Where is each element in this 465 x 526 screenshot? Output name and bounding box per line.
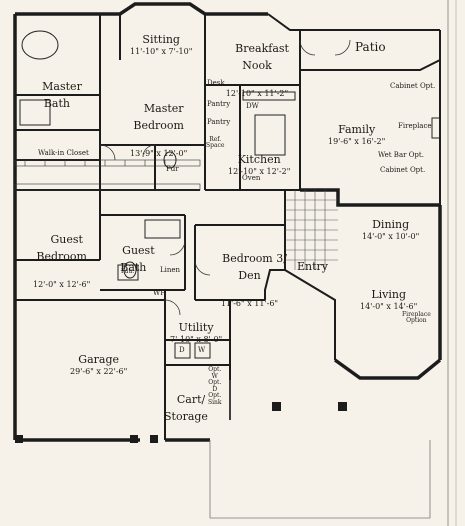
note-ref-space: Ref. Space: [206, 136, 225, 150]
room-dims: 12'-0" x 12'-6": [33, 280, 91, 290]
room-breakfast-nook: Breakfast Nook 12'-10" x 11'-2": [225, 22, 289, 115]
room-name: Patio: [355, 40, 386, 54]
room-dims: 29'-6" x 22'-6": [70, 366, 128, 376]
garage-door: [15, 435, 158, 443]
room-name: Breakfast Nook: [235, 41, 289, 72]
room-dims: 7'-10" x 8'-0": [170, 334, 223, 344]
hatch-bands: [14, 159, 201, 191]
note-dishwasher: DW: [246, 102, 259, 110]
pdr-toilet: [163, 151, 177, 169]
room-family: Family 19'-6" x 16'-2": [328, 120, 385, 146]
room-name: Dining: [372, 218, 410, 231]
room-name: Bedroom 3/ Den: [222, 251, 287, 282]
room-dims: 14'-0" x 14'-6": [360, 301, 418, 311]
room-garage: Garage 29'-6" x 22'-6": [70, 350, 127, 376]
room-bedroom-3-den: Bedroom 3/ Den 11'-6" x 11'-6": [212, 232, 287, 325]
room-name: Cart/ Storage: [164, 392, 208, 423]
fixtures: [19, 30, 441, 359]
room-guest-bath: Guest Bath: [112, 224, 155, 274]
room-name: Guest Bedroom: [36, 232, 87, 263]
note-pantry: Pantry: [207, 100, 231, 108]
paper-edge: [447, 0, 457, 526]
room-living: Living 14'-0" x 14'-6": [360, 285, 417, 311]
dryer-box: [194, 342, 211, 359]
kitchen-island: [254, 114, 286, 156]
note-opt-stack: Opt. W Opt. D Opt. Sink: [208, 366, 222, 406]
note-cabinet-opt-top: Cabinet Opt.: [390, 82, 436, 90]
guest-tub: [144, 219, 181, 239]
note-fireplace: Fireplace: [398, 122, 432, 130]
room-name: Entry: [297, 260, 329, 273]
room-name: Garage: [78, 353, 120, 366]
note-wet-bar: Wet Bar Opt.: [378, 151, 424, 159]
note-washer: W: [198, 346, 206, 354]
room-dims: 12'-10" x 11'-2": [225, 89, 289, 99]
room-kitchen: Kitchen 12'-10" x 12'-2": [228, 150, 290, 176]
exterior-walls: [13, 2, 442, 442]
room-sitting: Sitting 11'-10" x 7'-10": [130, 30, 192, 56]
fireplace-box: [431, 117, 441, 139]
fau-box: [117, 264, 139, 281]
note-desk: Desk: [207, 79, 225, 87]
room-name: Guest Bath: [120, 243, 155, 274]
door-swings: [99, 39, 351, 316]
room-walk-in-closet: Walk-in Closet: [38, 142, 89, 159]
kitchen-counter: [242, 91, 296, 101]
porch-outline: [209, 380, 431, 519]
guest-toilet: [123, 261, 137, 279]
room-name: Family: [338, 123, 376, 136]
entry-tile-grid: [285, 190, 338, 270]
room-dims: 11'-6" x 11'-6": [220, 299, 279, 309]
room-dims: 14'-0" x 10'-0": [362, 231, 420, 241]
note-dryer: D: [179, 346, 185, 354]
note-pdr: Pdr: [166, 165, 179, 173]
room-name: Master Bedroom: [133, 101, 184, 132]
room-guest-bedroom: Guest Bedroom 12'-0" x 12'-6": [33, 213, 90, 306]
room-name: Utility: [178, 321, 214, 334]
room-master-bath: Master Bath: [32, 60, 82, 110]
room-utility: Utility 7'-10" x 8'-0": [170, 318, 222, 344]
room-patio: Patio: [355, 38, 386, 55]
room-entry: Entry: [297, 257, 328, 274]
note-water-heater: WH: [153, 289, 167, 297]
note-pantry-2: Pantry: [207, 118, 231, 126]
note-fau: Fau.: [121, 268, 135, 275]
room-name: Kitchen: [237, 153, 281, 166]
room-dims: 12'-10" x 12'-2": [228, 166, 291, 176]
room-name: Master Bath: [42, 79, 82, 110]
note-oven: Oven: [242, 174, 261, 182]
room-dining: Dining 14'-0" x 10'-0": [362, 215, 419, 241]
room-name: Sitting: [142, 33, 180, 46]
room-cart-storage: Cart/ Storage: [164, 373, 208, 423]
room-name: Living: [371, 288, 406, 301]
master-tub: [21, 30, 59, 60]
room-name: Walk-in Closet: [38, 149, 89, 157]
porch-posts: [272, 402, 347, 411]
room-dims: 11'-10" x 7'-10": [130, 46, 193, 56]
washer-box: [174, 342, 191, 359]
master-shower: [19, 99, 51, 126]
note-fireplace-option: Fireplace Option: [402, 311, 431, 325]
room-master-bedroom: Master Bedroom 13'-9" x 12'-0": [130, 82, 187, 175]
note-linen: Linen: [160, 266, 181, 274]
room-dims: 13'-9" x 12'-0": [130, 149, 188, 159]
note-cabinet-opt-bottom: Cabinet Opt.: [380, 166, 426, 174]
room-dims: 19'-6" x 16'-2": [328, 136, 386, 146]
